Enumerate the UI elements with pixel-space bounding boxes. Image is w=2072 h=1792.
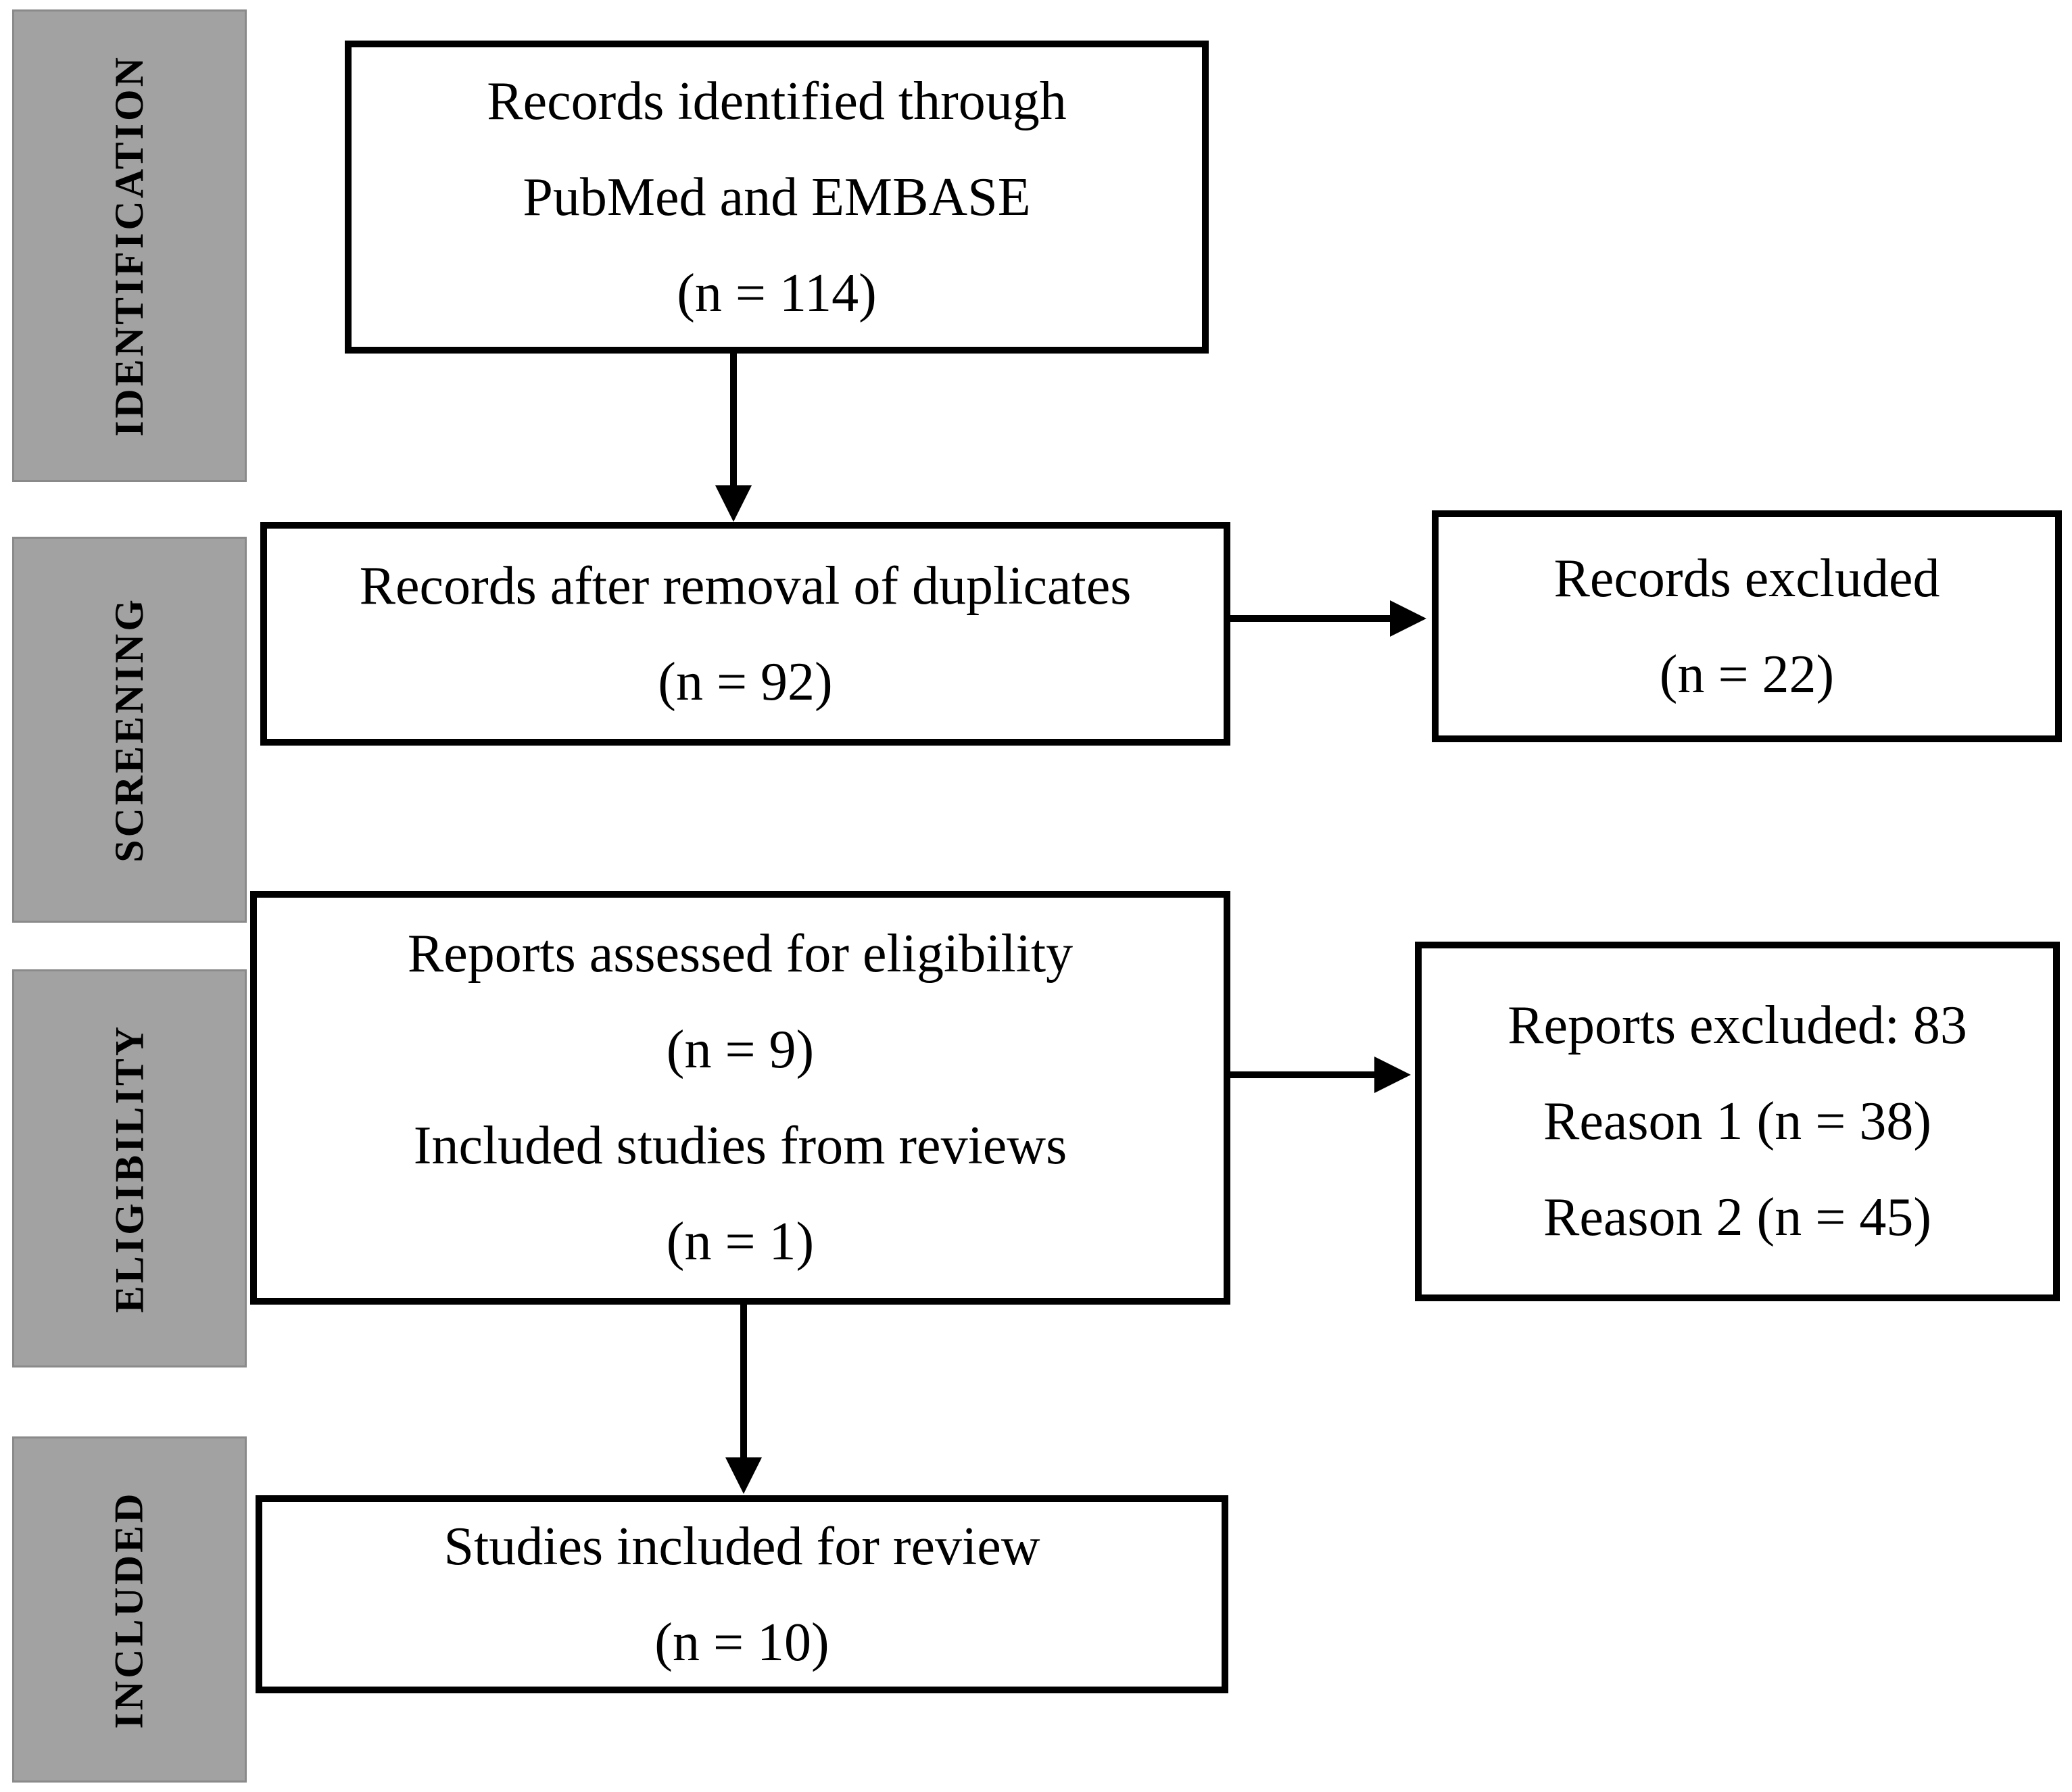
stage-label-identification: IDENTIFICATION: [12, 9, 247, 482]
arrowhead-right-icon: [1374, 1057, 1411, 1093]
box-reports-excluded-reason2: Reason 2 (n = 45): [1543, 1188, 1931, 1247]
box-records-identified-count: (n = 114): [677, 263, 877, 323]
box-reports-assessed: Reports assessed for eligibility (n = 9)…: [250, 891, 1230, 1305]
stage-label-identification-text: IDENTIFICATION: [107, 55, 152, 437]
box-studies-included: Studies included for review (n = 10): [256, 1495, 1228, 1693]
stage-label-screening-text: SCREENING: [107, 597, 151, 863]
box-reports-excluded-total: Reports excluded: 83: [1508, 996, 1967, 1055]
box-reports-excluded-reason1: Reason 1 (n = 38): [1543, 1092, 1931, 1151]
box-records-excluded-count: (n = 22): [1659, 644, 1835, 704]
stage-label-included: INCLUDED: [12, 1436, 247, 1783]
box-reports-assessed-line2: Included studies from reviews: [413, 1116, 1067, 1176]
stage-label-eligibility-text: ELIGIBILITY: [107, 1023, 151, 1313]
box-reports-assessed-line1: Reports assessed for eligibility: [407, 924, 1074, 984]
arrowhead-down-icon: [715, 485, 752, 522]
box-records-after-duplicates-line1: Records after removal of duplicates: [359, 556, 1132, 616]
box-records-after-duplicates-count: (n = 92): [658, 652, 833, 712]
box-reports-assessed-count1: (n = 9): [666, 1020, 815, 1080]
arrowhead-right-icon: [1390, 600, 1426, 637]
box-records-excluded-line1: Records excluded: [1553, 548, 1940, 608]
stage-label-included-text: INCLUDED: [107, 1490, 152, 1729]
box-records-excluded: Records excluded (n = 22): [1432, 510, 2062, 742]
arrow-shaft: [740, 1305, 747, 1459]
stage-label-screening: SCREENING: [12, 537, 247, 923]
arrow-shaft: [730, 354, 737, 487]
box-reports-assessed-count2: (n = 1): [666, 1212, 815, 1272]
box-studies-included-line1: Studies included for review: [443, 1516, 1040, 1576]
box-records-identified-line2: PubMed and EMBASE: [523, 167, 1031, 227]
stage-label-eligibility: ELIGIBILITY: [12, 969, 247, 1367]
box-records-identified: Records identified through PubMed and EM…: [345, 41, 1209, 354]
arrow-shaft: [1230, 1071, 1377, 1078]
arrowhead-down-icon: [725, 1457, 762, 1494]
arrow-shaft: [1230, 615, 1393, 622]
box-studies-included-count: (n = 10): [654, 1612, 829, 1672]
box-records-identified-line1: Records identified through: [487, 71, 1067, 131]
box-records-after-duplicates: Records after removal of duplicates (n =…: [260, 522, 1230, 746]
box-reports-excluded: Reports excluded: 83 Reason 1 (n = 38) R…: [1415, 942, 2060, 1301]
